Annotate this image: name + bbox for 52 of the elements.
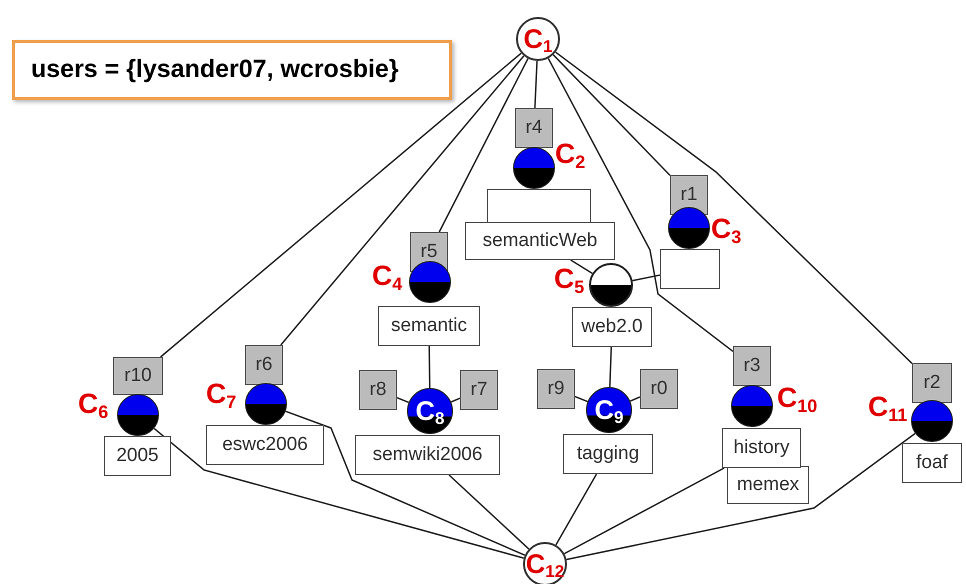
resource-box: r4 (515, 108, 553, 148)
resource-box: r1 (670, 175, 708, 215)
concept-label: C$_{2}$ (555, 140, 586, 168)
connector-line (160, 52, 522, 358)
connector-line (280, 55, 524, 346)
resource-box: r3 (733, 346, 771, 386)
connector-line (632, 274, 660, 282)
connector-line (428, 346, 430, 388)
connector-line (555, 52, 913, 364)
connector-line (548, 58, 734, 352)
tag-box (660, 249, 720, 289)
concept-label: C$_{4}$ (372, 262, 402, 290)
tag-box: semantic (378, 306, 480, 346)
connector-line (285, 410, 526, 556)
connector-line (630, 396, 640, 402)
tag-box: 2005 (104, 436, 171, 476)
concept-label: C$_{11}$ (868, 393, 908, 421)
resource-box: r10 (113, 357, 163, 395)
resource-box: r0 (640, 369, 678, 409)
tag-box: web2.0 (572, 307, 652, 347)
resource-box: r9 (537, 369, 575, 409)
tag-box (487, 189, 591, 223)
tag-box: foaf (902, 443, 962, 483)
tag-box: memex (727, 466, 809, 504)
resource-box: r6 (245, 345, 283, 385)
connector-line (154, 428, 524, 559)
connector-line (552, 54, 671, 176)
tag-box: tagging (563, 434, 653, 474)
concept-label: C$_{5}$ (554, 265, 584, 293)
connector-line (534, 60, 538, 108)
users-box: users = {lysander07, wcrosbie} (12, 40, 452, 100)
tag-box: semanticWeb (465, 222, 615, 260)
connector-line (574, 396, 588, 402)
connector-line (609, 346, 612, 388)
resource-box: r2 (912, 363, 952, 403)
tag-box: semwiki2006 (355, 435, 500, 475)
connector-line (555, 474, 598, 546)
concept-label: C$_{10}$ (777, 384, 818, 412)
connector-line (566, 432, 916, 560)
concept-label: C$_{7}$ (206, 380, 236, 408)
connector-line (396, 396, 409, 404)
connector-line (448, 474, 530, 550)
tag-box: eswc2006 (206, 425, 324, 465)
resource-box: r7 (460, 370, 498, 410)
concept-label: C$_{3}$ (711, 215, 742, 243)
concept-label: C$_{6}$ (78, 390, 108, 418)
connector-line (564, 467, 725, 554)
connector-line (438, 58, 529, 232)
connector-line (450, 397, 460, 403)
connector-line (570, 259, 593, 274)
tag-box: history (722, 428, 801, 468)
resource-box: r8 (359, 370, 397, 410)
